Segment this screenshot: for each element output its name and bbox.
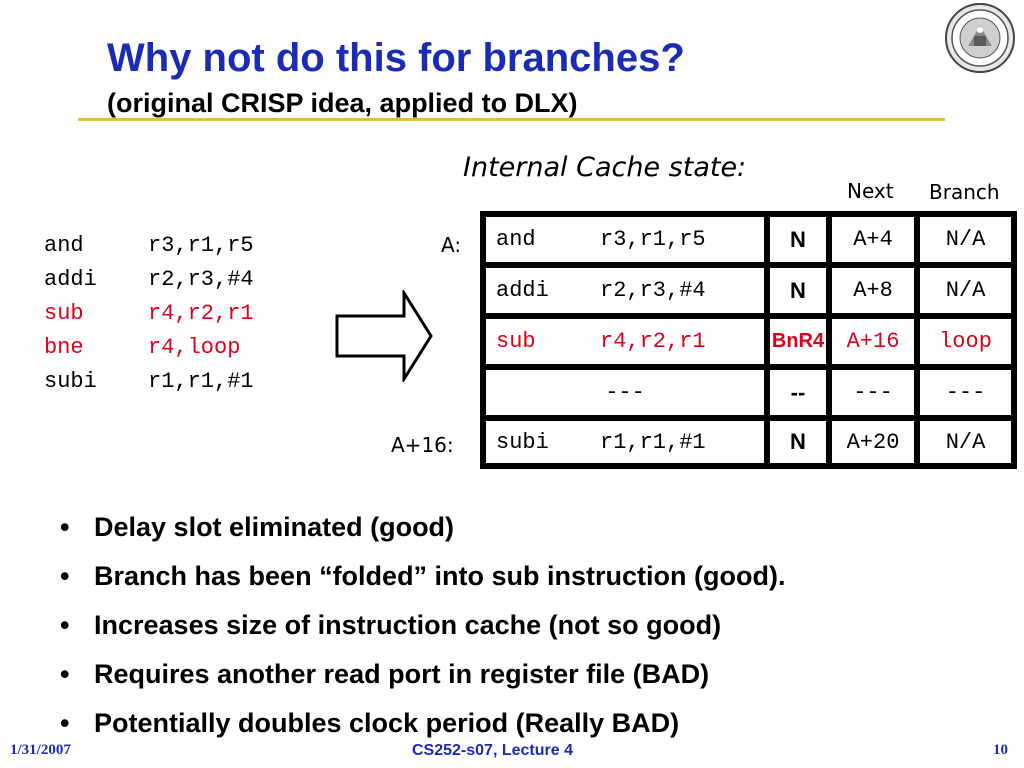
- code-opcode: subi: [44, 369, 97, 394]
- bullet-dot: •: [60, 708, 70, 738]
- bullet-dot: •: [60, 561, 70, 591]
- cache-flag-cell: N: [770, 217, 826, 262]
- cache-next: A+4: [853, 227, 893, 252]
- cache-opcode: and: [496, 227, 536, 252]
- footer-course: CS252-s07, Lecture 4: [412, 742, 573, 759]
- code-line: bne r4,loop: [44, 331, 254, 365]
- bullet-item: • Delay slot eliminated (good): [60, 514, 454, 541]
- cache-next-cell: A+20: [832, 421, 914, 463]
- cache-instr-cell: ---: [486, 370, 764, 415]
- cache-opcode: addi: [496, 278, 549, 303]
- code-operands: r3,r1,r5: [148, 233, 254, 258]
- code-line: and r3,r1,r5: [44, 229, 254, 263]
- column-header-next: Next: [847, 179, 894, 203]
- bullet-item: • Increases size of instruction cache (no…: [60, 612, 721, 639]
- code-operands: r1,r1,#1: [148, 369, 254, 394]
- title-divider: [78, 118, 945, 121]
- cache-next-cell: ---: [832, 370, 914, 415]
- slide-subtitle: (original CRISP idea, applied to DLX): [107, 88, 578, 118]
- cache-instr-cell: subi r1,r1,#1: [486, 421, 764, 463]
- cache-table: and r3,r1,r5 N A+4 N/A addi r2,r3,#4 N A+8…: [480, 211, 1017, 469]
- cache-branch: loop: [939, 329, 992, 354]
- bullet-item: • Potentially doubles clock period (Reall…: [60, 710, 679, 737]
- bullet-dot: •: [60, 610, 70, 640]
- cache-branch: ---: [945, 380, 986, 405]
- cache-flag-cell: BnR4: [770, 319, 826, 364]
- code-opcode: and: [44, 233, 84, 258]
- cache-branch-cell: N/A: [920, 268, 1011, 313]
- code-opcode: bne: [44, 335, 84, 360]
- bullet-dot: •: [60, 512, 70, 542]
- cache-opcode: subi: [496, 429, 549, 455]
- cache-flag-cell: N: [770, 268, 826, 313]
- column-header-branch: Branch: [929, 180, 1000, 204]
- cache-flag: --: [790, 379, 806, 405]
- cache-branch-cell: N/A: [920, 421, 1011, 463]
- cache-branch-cell: N/A: [920, 217, 1011, 262]
- cache-next-cell: A+4: [832, 217, 914, 262]
- cache-next: A+8: [853, 278, 893, 303]
- cache-next: A+20: [846, 429, 900, 455]
- code-line: subi r1,r1,#1: [44, 365, 254, 399]
- cache-instr-cell: and r3,r1,r5: [486, 217, 764, 262]
- cache-instr-cell: sub r4,r2,r1: [486, 319, 764, 364]
- cache-flag: N: [790, 226, 806, 252]
- code-line: sub r4,r2,r1: [44, 297, 254, 331]
- cache-next-cell: A+16: [832, 319, 914, 364]
- cache-branch: N/A: [945, 429, 986, 455]
- cache-next-cell: A+8: [832, 268, 914, 313]
- code-opcode: sub: [44, 301, 84, 326]
- cache-flag: BnR4: [771, 330, 825, 352]
- code-operands: r4,loop: [148, 335, 241, 360]
- cache-branch: N/A: [945, 227, 986, 252]
- cache-flag-cell: --: [770, 370, 826, 415]
- code-listing: and r3,r1,r5 addi r2,r3,#4 sub r4,r2,r1 bne…: [44, 229, 254, 399]
- bullet-text: Requires another read port in register f…: [94, 659, 710, 689]
- cache-caption: Internal Cache state:: [463, 152, 747, 183]
- cache-next: A+16: [846, 329, 900, 354]
- cache-operands: r3,r1,r5: [600, 227, 706, 252]
- cache-next: ---: [853, 380, 893, 405]
- bullet-text: Potentially doubles clock period (Really…: [94, 708, 680, 738]
- cache-opcode: sub: [496, 329, 536, 354]
- cache-branch-cell: ---: [920, 370, 1011, 415]
- footer-page-number: 10: [993, 742, 1008, 758]
- cache-operands: ---: [605, 380, 645, 405]
- bullet-text: Delay slot eliminated (good): [94, 512, 455, 542]
- cache-flag: N: [790, 277, 806, 303]
- bullet-text: Increases size of instruction cache (not…: [94, 610, 722, 640]
- bullet-item: • Branch has been “folded” into sub instr…: [60, 563, 786, 590]
- slide-title: Why not do this for branches?: [107, 36, 685, 80]
- university-seal-logo: [945, 3, 1015, 73]
- cache-flag-cell: N: [770, 421, 826, 463]
- right-arrow-outline-icon: [335, 290, 433, 382]
- code-operands: r4,r2,r1: [148, 301, 254, 326]
- cache-branch-cell: loop: [920, 319, 1011, 364]
- cache-operands: r1,r1,#1: [600, 429, 706, 455]
- bullet-dot: •: [60, 659, 70, 689]
- address-label-a16: A+16:: [391, 433, 454, 457]
- address-label-a: A:: [441, 233, 462, 257]
- cache-flag: N: [790, 429, 806, 454]
- footer-date: 1/31/2007: [10, 742, 71, 758]
- cache-operands: r4,r2,r1: [600, 329, 706, 354]
- cache-branch: N/A: [945, 278, 986, 303]
- cache-operands: r2,r3,#4: [600, 278, 706, 303]
- code-operands: r2,r3,#4: [148, 267, 254, 292]
- bullet-text: Branch has been “folded” into sub instru…: [94, 561, 786, 591]
- code-line: addi r2,r3,#4: [44, 263, 254, 297]
- cache-instr-cell: addi r2,r3,#4: [486, 268, 764, 313]
- bullet-item: • Requires another read port in register …: [60, 661, 709, 688]
- code-opcode: addi: [44, 267, 97, 292]
